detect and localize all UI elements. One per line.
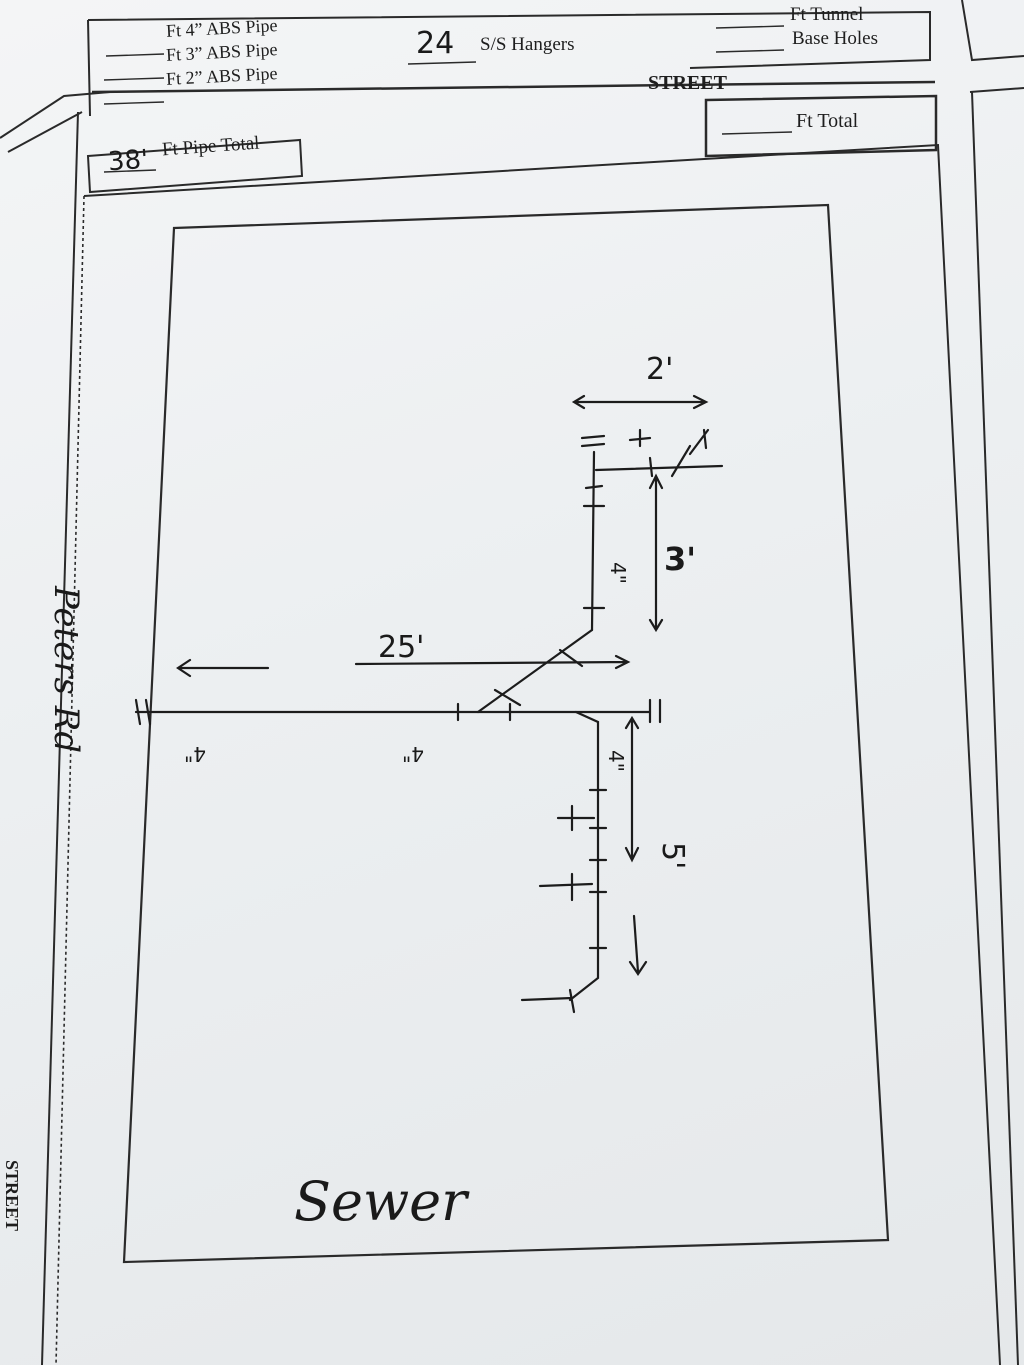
dim-lower-label: 5'	[655, 842, 690, 870]
dim-main-label: 25'	[378, 630, 425, 665]
tunnel-label: Ft Tunnel	[790, 4, 864, 25]
ft-total-box	[704, 94, 938, 158]
dim-top-label: 2'	[646, 352, 674, 387]
lower-branch	[568, 710, 600, 1002]
form-outer-box	[87, 10, 931, 69]
flow-arrow	[628, 914, 648, 976]
building-footprint	[122, 203, 890, 1264]
size-left-1-label: 4"	[184, 742, 206, 766]
street-line	[91, 80, 936, 94]
road-label: Peters Rd	[46, 586, 86, 754]
sewer-label: Sewer	[294, 1170, 467, 1233]
street-left-outer	[41, 111, 79, 1365]
ft-total-label: Ft Total	[796, 110, 859, 132]
hangers-value: 24	[416, 26, 455, 61]
street-left-inner	[55, 195, 85, 1365]
street-top-label: STREET	[648, 72, 727, 94]
diagonal-branch	[476, 628, 594, 714]
upper-branch	[590, 450, 596, 632]
street-side-label: STREET	[2, 1160, 22, 1232]
hangers-label: S/S Hangers	[480, 34, 575, 55]
upper-stub	[594, 464, 724, 472]
dim-upper-label: 3'	[664, 540, 697, 578]
lot-box	[83, 143, 1001, 1365]
dim-arrow-lower	[624, 715, 640, 863]
pipe-total-value: 38'	[107, 144, 150, 178]
base-holes-label: Base Holes	[792, 28, 879, 49]
right-edge-box	[961, 0, 1024, 62]
pipe-total-box	[86, 138, 304, 194]
dim-arrow-main	[176, 654, 631, 678]
size-lower-label: 4"	[604, 750, 628, 772]
dim-arrow-upper	[648, 473, 664, 633]
size-upper-label: 4"	[606, 562, 630, 584]
dim-arrow-top	[571, 394, 709, 410]
size-left-2-label: 4"	[402, 742, 424, 766]
